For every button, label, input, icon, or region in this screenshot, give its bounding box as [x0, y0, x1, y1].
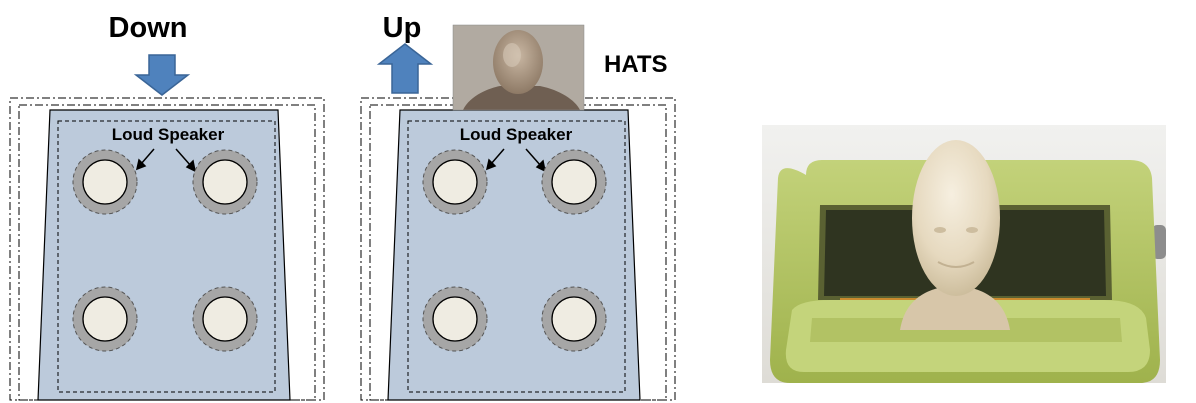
up-panel: Up Loud Speaker	[360, 12, 676, 401]
up-label: Up	[383, 12, 422, 44]
speaker	[192, 149, 258, 215]
speaker	[422, 286, 488, 352]
board-dashed-border	[407, 120, 626, 393]
down-panel: Down Loud Speaker	[9, 12, 325, 401]
pointer-arrows	[135, 148, 197, 173]
up-arrow-icon	[376, 43, 434, 94]
speaker-board	[37, 109, 291, 401]
down-label: Down	[109, 12, 188, 44]
speaker	[72, 149, 138, 215]
hats-label: HATS	[604, 51, 668, 78]
speaker	[72, 286, 138, 352]
loud-speaker-label: Loud Speaker	[112, 125, 225, 144]
speaker	[541, 149, 607, 215]
mannequin-head	[912, 140, 1000, 296]
loud-speaker-label: Loud Speaker	[460, 125, 573, 144]
down-arrow-icon	[133, 54, 191, 96]
hats-enclosure-photo	[762, 125, 1166, 383]
hats-inset-photo	[452, 24, 585, 111]
board-dashed-border	[57, 120, 276, 393]
pointer-arrows	[485, 148, 547, 173]
speaker	[422, 149, 488, 215]
speaker	[192, 286, 258, 352]
speaker-board	[387, 109, 641, 401]
speaker	[541, 286, 607, 352]
